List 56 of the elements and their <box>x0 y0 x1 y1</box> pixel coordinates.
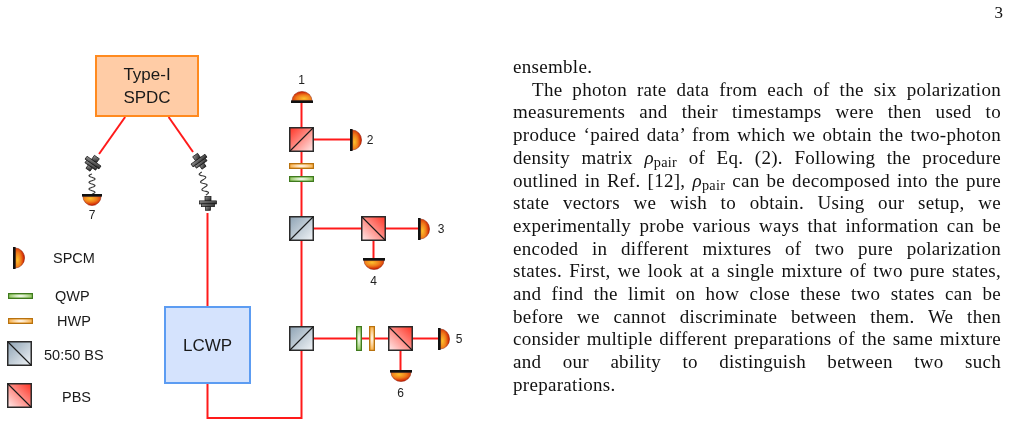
beam-line <box>313 227 362 230</box>
waveplate-icon <box>356 326 362 351</box>
beam-splitter-icon <box>289 216 314 241</box>
beam-line <box>206 212 209 307</box>
detector-number: 6 <box>397 387 404 399</box>
detector-icon <box>418 217 430 240</box>
detector-number: 4 <box>370 275 377 287</box>
polarizing-beam-splitter-icon <box>289 127 314 152</box>
detector-number: 2 <box>366 134 374 146</box>
legend-label: QWP <box>55 288 90 304</box>
detector-number: 5 <box>455 333 463 345</box>
optical-fiber <box>88 173 96 195</box>
beam-splitter-icon <box>289 326 314 351</box>
waveplate-icon <box>369 326 375 351</box>
beam-line <box>167 116 195 153</box>
beam-line <box>313 138 351 141</box>
beam-line <box>385 227 419 230</box>
beam-line <box>412 337 439 340</box>
source-box: Type-I SPDC <box>95 55 199 117</box>
beam-line <box>361 337 370 340</box>
legend-label: SPCM <box>53 250 95 266</box>
paragraph: The photon rate data from each of the six polarization measurements and their timestamps were then used to produce ‘paired data’ from which we obtain the two-photon density matrix ρ$_{pair}$ of Eq. (2). Following the procedure outlined in Ref. [12], ρ$_{pair}$ can be decomposed into the pure state vectors we wish to obtain. Using our setup, we experimentally probe various ways that information can be encoded in different mixtures of two pure polarization states. First, we look at a single mixture of two pure states, and find the limit on how close these two states can be before we cannot discriminate between them. We then consider multiple different preparations of the same mixture and our ability to distinguish between two such preparations. <box>513 78 1001 397</box>
beam-line <box>399 350 402 371</box>
detector-number: 7 <box>88 209 96 221</box>
detector-icon <box>438 327 450 350</box>
beam-line <box>300 168 303 177</box>
fiber-coupler-icon <box>82 154 102 174</box>
fiber-coupler-icon <box>190 152 210 172</box>
page-number: 3 <box>994 2 1003 24</box>
detector-icon <box>82 194 102 206</box>
beam-line <box>374 337 389 340</box>
beam-line <box>300 102 303 128</box>
legend-label: HWP <box>57 313 91 329</box>
detector-number: 3 <box>437 223 445 235</box>
optical-fiber <box>198 171 210 196</box>
beam-line <box>98 116 127 155</box>
detector-icon <box>389 370 412 382</box>
beam-line <box>300 181 303 217</box>
beam-line <box>372 240 375 259</box>
detector-icon <box>362 258 385 270</box>
legend-label: 50:50 BS <box>44 347 104 363</box>
paragraph: ensemble. <box>513 56 594 79</box>
detector-icon <box>290 91 313 103</box>
legend-label: PBS <box>62 389 91 405</box>
waveplate-icon <box>289 163 314 169</box>
beam-line <box>300 240 303 327</box>
fiber-coupler-icon <box>197 195 218 213</box>
detector-icon <box>350 128 362 151</box>
beam-line <box>206 350 303 419</box>
polarizing-beam-splitter-icon <box>388 326 413 351</box>
device-box: LCWP <box>164 306 251 384</box>
polarizing-beam-splitter-icon <box>361 216 386 241</box>
beam-line <box>313 337 357 340</box>
detector-number: 1 <box>298 74 305 86</box>
beam-line <box>300 151 303 164</box>
waveplate-icon <box>289 176 314 182</box>
